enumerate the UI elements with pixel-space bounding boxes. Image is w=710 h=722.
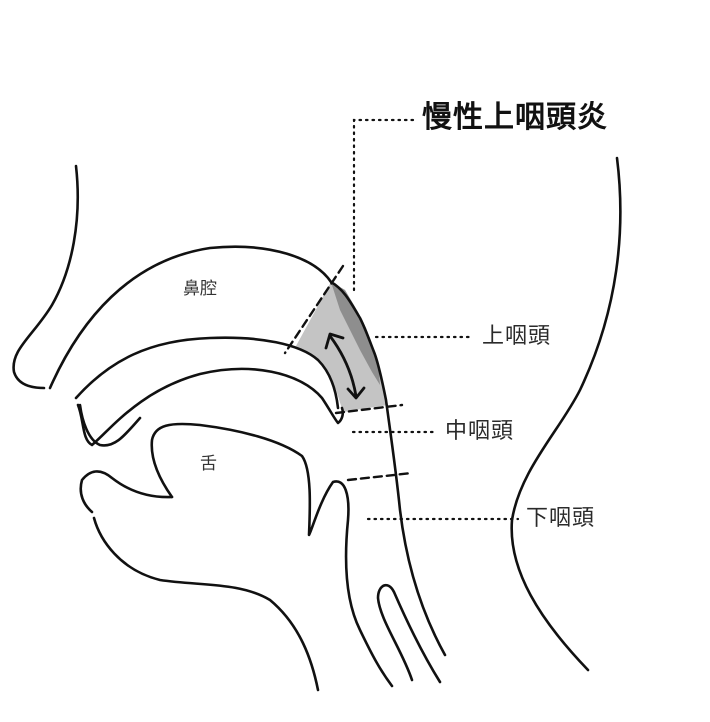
posterior-neck-line	[510, 156, 622, 672]
nasopharynx-oropharynx-boundary	[334, 403, 404, 415]
tongue-outline	[150, 422, 394, 688]
hypopharynx-label: 下咽頭	[526, 506, 596, 531]
jaw-neck-line	[92, 516, 320, 692]
nasopharynx-label: 上咽頭	[482, 324, 552, 349]
tongue-label: 舌	[200, 454, 217, 474]
nasal-cavity-label: 鼻腔	[183, 279, 217, 299]
nasopharynx-shaded-region	[296, 282, 388, 412]
face-profile-line	[12, 164, 79, 390]
hard-palate-lower-line	[76, 367, 345, 447]
diagram-title: 慢性上咽頭炎	[422, 100, 608, 135]
nasal-cavity-upper-line	[48, 245, 447, 657]
larynx-inner-loop	[376, 583, 442, 684]
title-leader-line	[352, 118, 415, 294]
oropharynx-hypopharynx-boundary	[346, 471, 414, 482]
nasopharynx-upper-boundary	[283, 264, 345, 355]
lower-lip-line	[78, 403, 142, 447]
hard-palate-upper-line	[74, 336, 340, 410]
double-headed-arrow-icon	[324, 332, 366, 400]
nasopharynx-inflamed-core	[331, 282, 380, 385]
chin-lower-lip-line	[79, 470, 174, 514]
oropharynx-label: 中咽頭	[445, 419, 515, 444]
